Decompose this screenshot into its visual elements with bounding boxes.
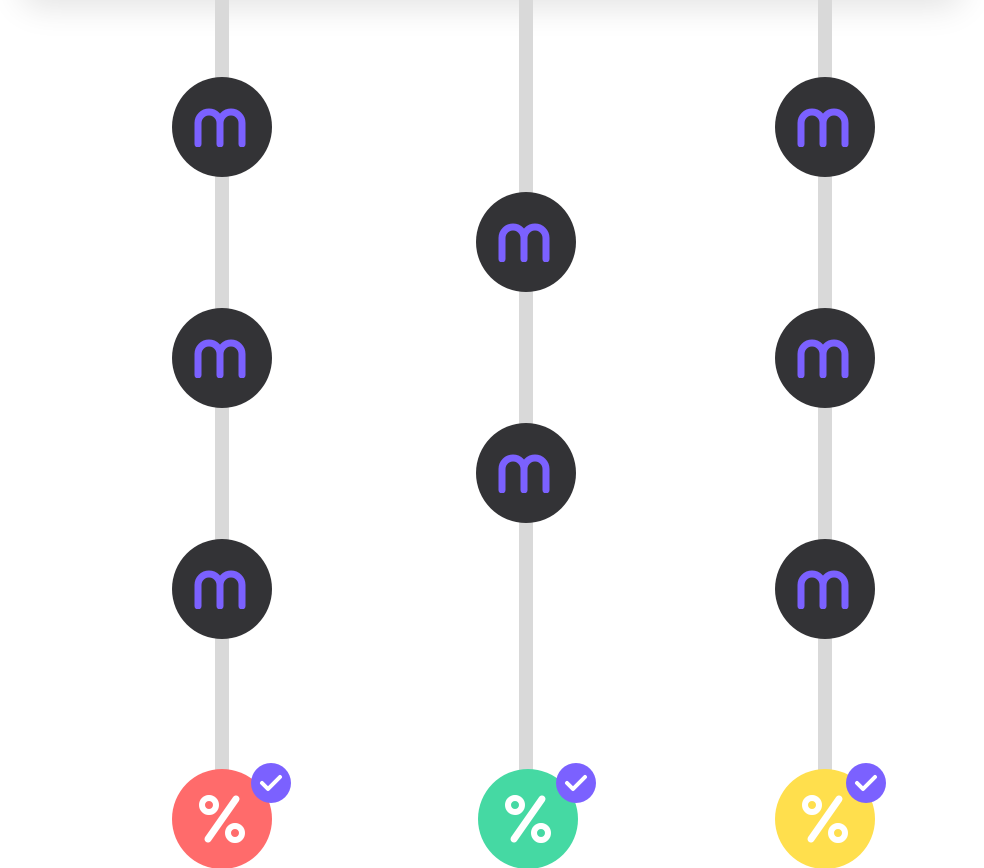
m-logo-icon: [498, 223, 550, 262]
percent-icon: [505, 795, 551, 843]
m-logo-icon: [194, 339, 246, 378]
column-3-node-2: [775, 308, 875, 408]
check-badge-icon: [855, 775, 877, 791]
m-logo-icon: [194, 570, 246, 609]
column-2-node-1: [476, 192, 576, 292]
m-logo-icon: [194, 108, 246, 147]
column-3-node-1: [775, 77, 875, 177]
m-logo-icon: [797, 108, 849, 147]
column-2-check-badge: [556, 763, 596, 803]
column-3-node-3: [775, 539, 875, 639]
column-2-node-2: [476, 423, 576, 523]
percent-icon: [802, 795, 848, 843]
check-badge-icon: [565, 775, 587, 791]
percent-icon: [199, 795, 245, 843]
column-1-node-1: [172, 77, 272, 177]
m-logo-icon: [797, 570, 849, 609]
column-2-track: [519, 0, 533, 800]
column-3-check-badge: [846, 763, 886, 803]
check-badge-icon: [260, 775, 282, 791]
m-logo-icon: [797, 339, 849, 378]
column-2-discount-endpoint: [478, 769, 578, 868]
column-1-node-2: [172, 308, 272, 408]
column-1-node-3: [172, 539, 272, 639]
m-logo-icon: [498, 454, 550, 493]
column-1-check-badge: [251, 763, 291, 803]
